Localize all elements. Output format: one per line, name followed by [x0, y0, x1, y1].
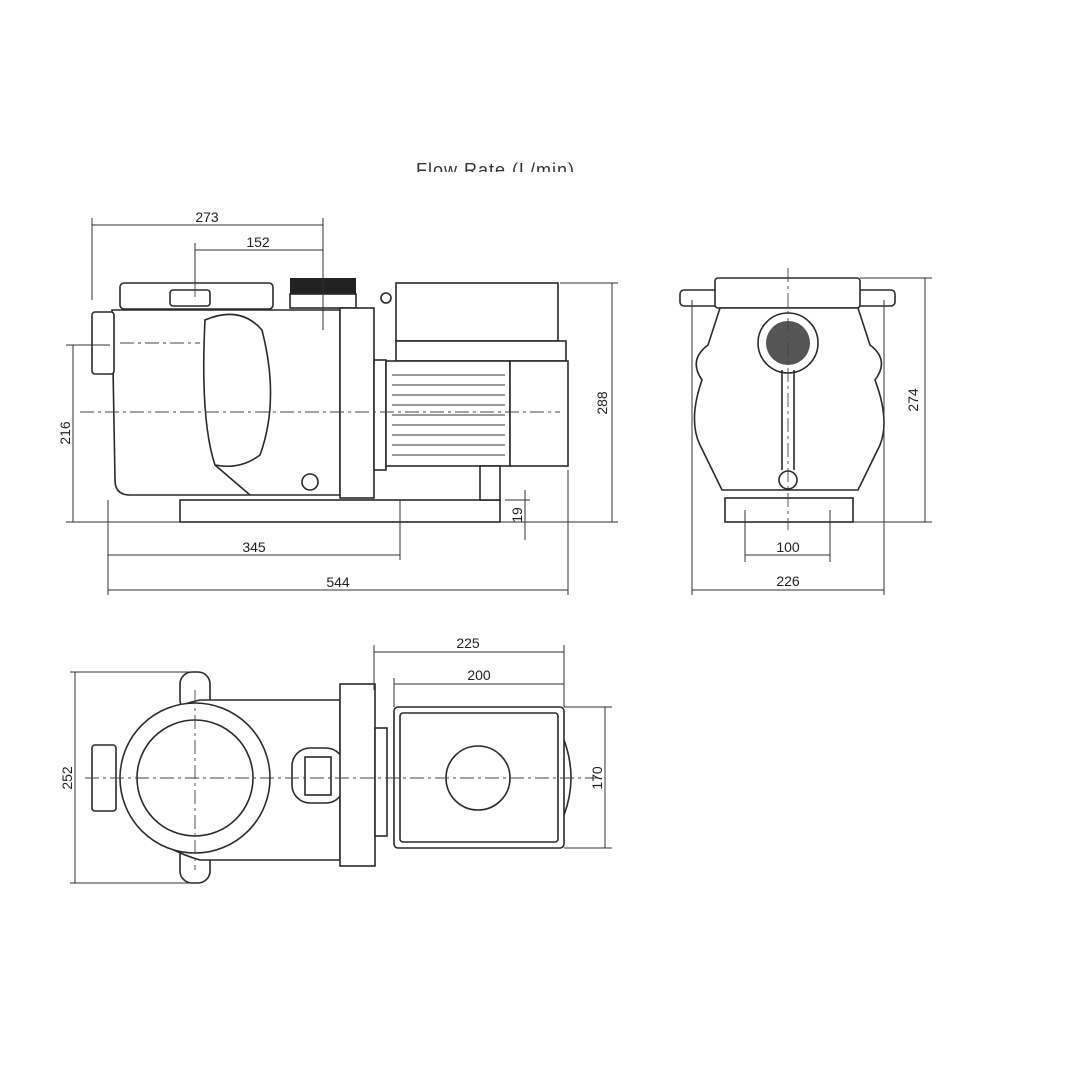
- svg-text:273: 273: [195, 209, 219, 225]
- svg-text:544: 544: [326, 574, 350, 590]
- svg-text:252: 252: [59, 766, 75, 790]
- svg-text:100: 100: [776, 539, 800, 555]
- svg-text:288: 288: [594, 391, 610, 415]
- side-view: [80, 235, 569, 523]
- end-view: [679, 268, 896, 530]
- svg-text:152: 152: [246, 234, 270, 250]
- side-dimensions: 273 152 216 288 19 345 544: [57, 209, 618, 595]
- svg-text:345: 345: [242, 539, 266, 555]
- svg-text:225: 225: [456, 635, 480, 651]
- svg-text:216: 216: [57, 421, 73, 445]
- svg-text:200: 200: [467, 667, 491, 683]
- cut-off-title: Flow Rate (L/min): [416, 160, 576, 172]
- end-dimensions: 274 100 226: [691, 277, 932, 595]
- svg-text:274: 274: [905, 388, 921, 412]
- top-dimensions: 225 200 252 170: [59, 635, 612, 884]
- top-view: [85, 671, 600, 884]
- svg-text:226: 226: [776, 573, 800, 589]
- svg-text:170: 170: [589, 766, 605, 790]
- svg-text:19: 19: [509, 507, 525, 523]
